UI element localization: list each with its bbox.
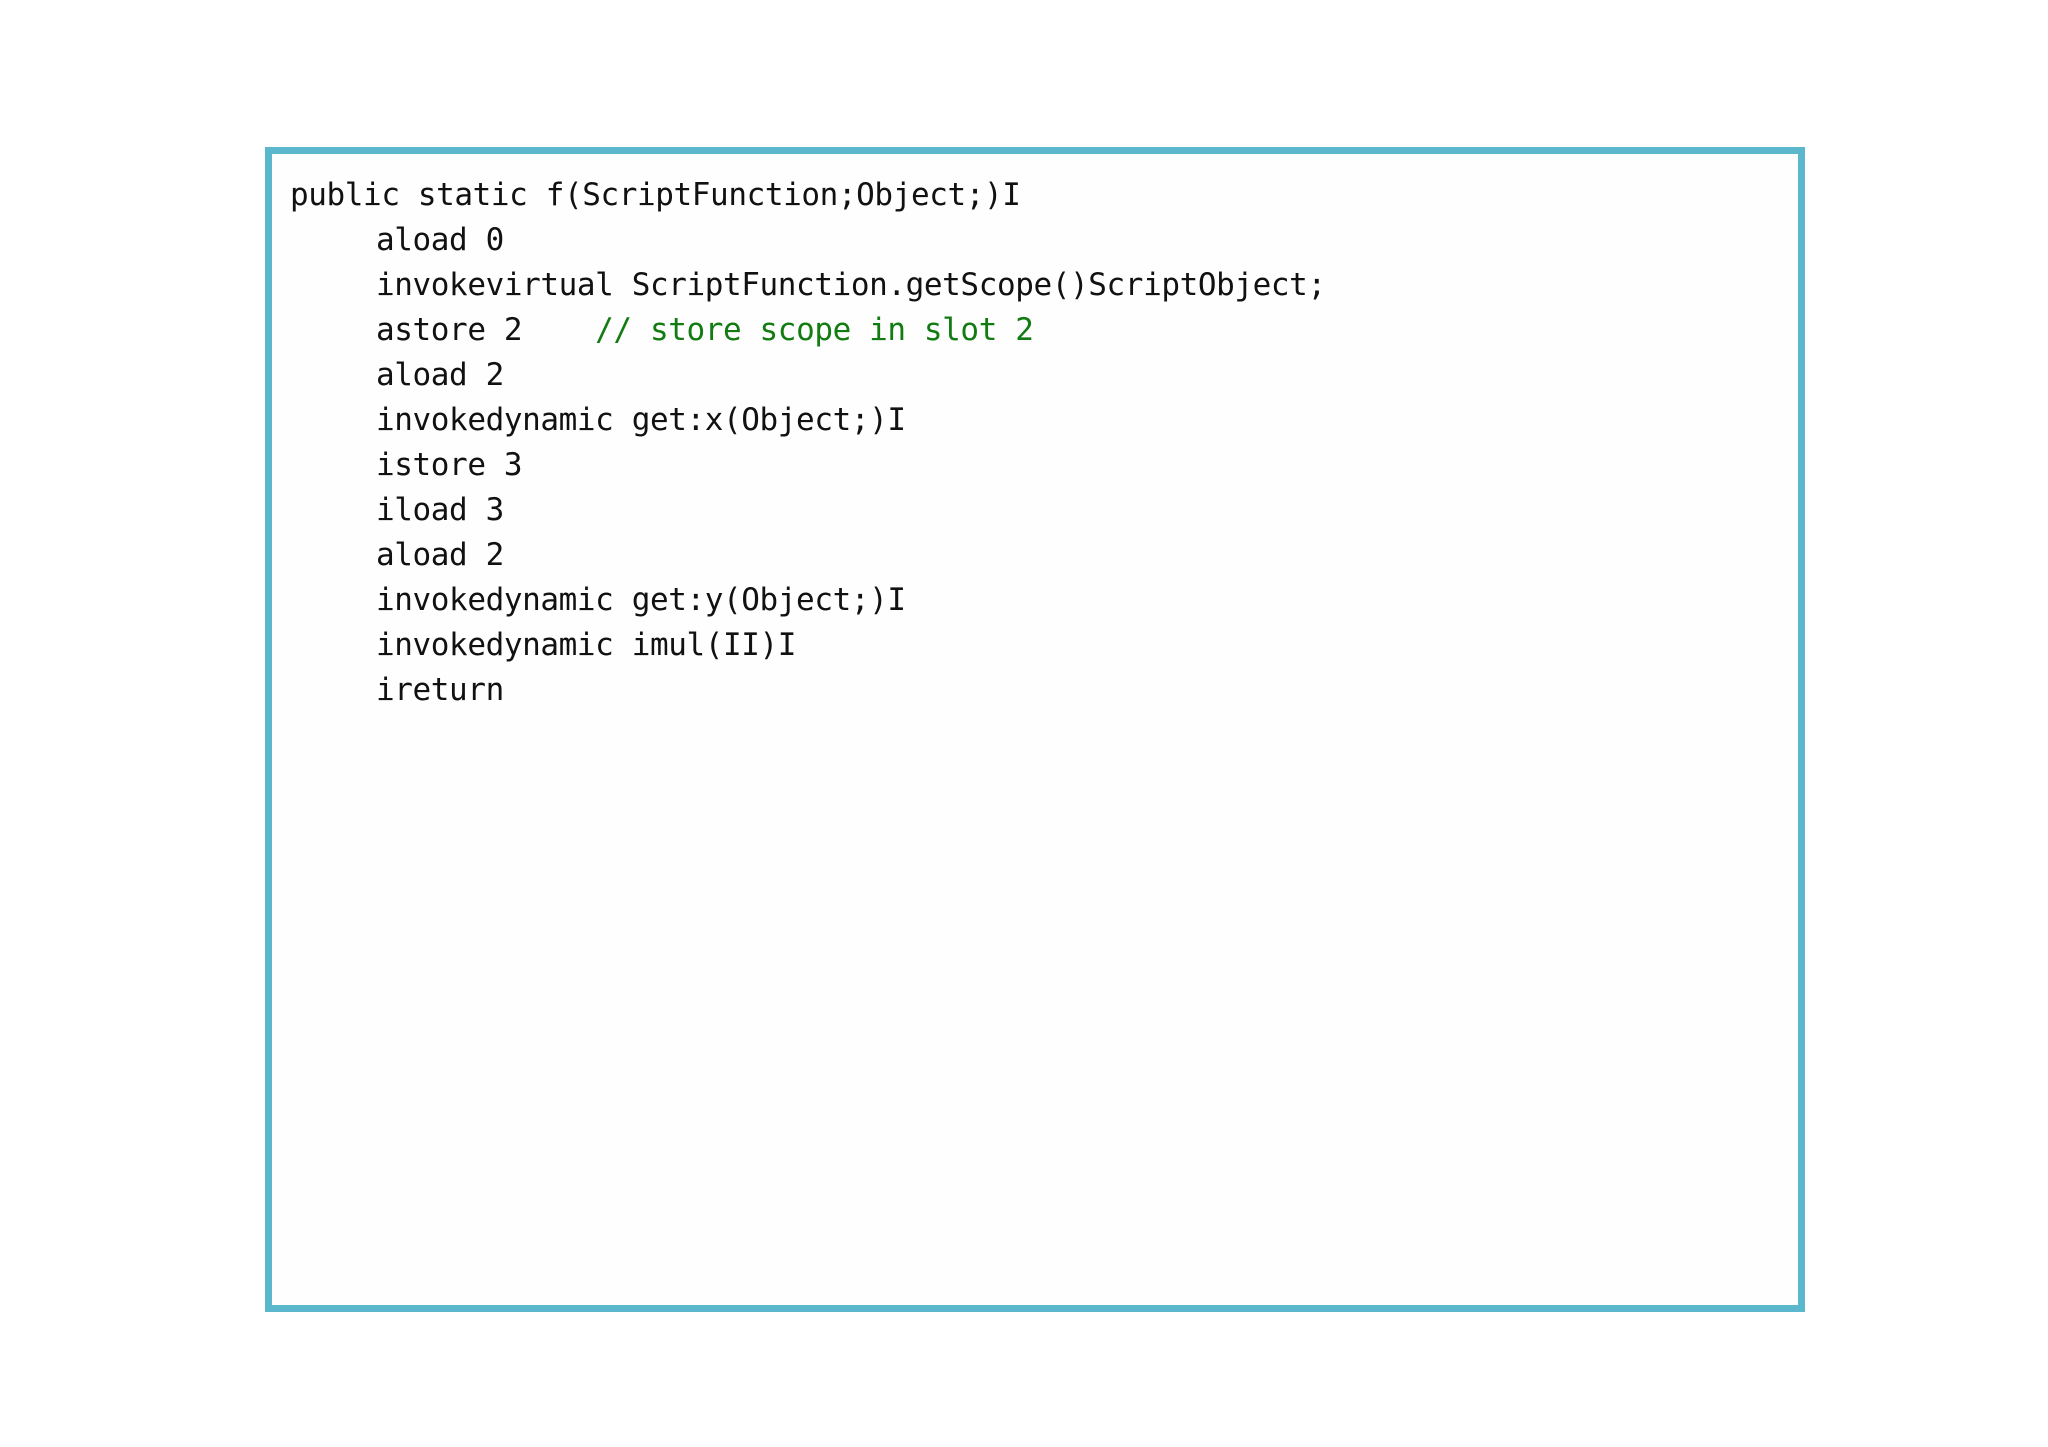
code-line: iload 3 (272, 488, 1798, 533)
code-text: istore 3 (376, 447, 523, 483)
code-listing: public static f(ScriptFunction;Object;)I… (272, 154, 1798, 713)
code-text: invokevirtual ScriptFunction.getScope()S… (376, 267, 1326, 303)
code-text: astore 2 (376, 312, 523, 348)
code-line: aload 2 (272, 533, 1798, 578)
code-line: ireturn (272, 668, 1798, 713)
code-line: public static f(ScriptFunction;Object;)I (272, 173, 1798, 218)
code-text: public static f(ScriptFunction;Object;)I (290, 177, 1021, 213)
code-text: invokedynamic get:y(Object;)I (376, 582, 906, 618)
code-text: invokedynamic imul(II)I (376, 627, 797, 663)
code-line: invokedynamic imul(II)I (272, 623, 1798, 668)
code-text: ireturn (376, 672, 504, 708)
code-text: invokedynamic get:x(Object;)I (376, 402, 906, 438)
code-line: aload 2 (272, 353, 1798, 398)
code-line: istore 3 (272, 443, 1798, 488)
code-line: invokevirtual ScriptFunction.getScope()S… (272, 263, 1798, 308)
code-text: aload 2 (376, 357, 504, 393)
code-text: iload 3 (376, 492, 504, 528)
code-line: aload 0 (272, 218, 1798, 263)
code-comment: // store scope in slot 2 (522, 312, 1034, 348)
code-line: invokedynamic get:x(Object;)I (272, 398, 1798, 443)
code-line: invokedynamic get:y(Object;)I (272, 578, 1798, 623)
code-line: astore 2 // store scope in slot 2 (272, 308, 1798, 353)
code-panel: public static f(ScriptFunction;Object;)I… (265, 147, 1805, 1312)
code-text: aload 2 (376, 537, 504, 573)
code-text: aload 0 (376, 222, 504, 258)
